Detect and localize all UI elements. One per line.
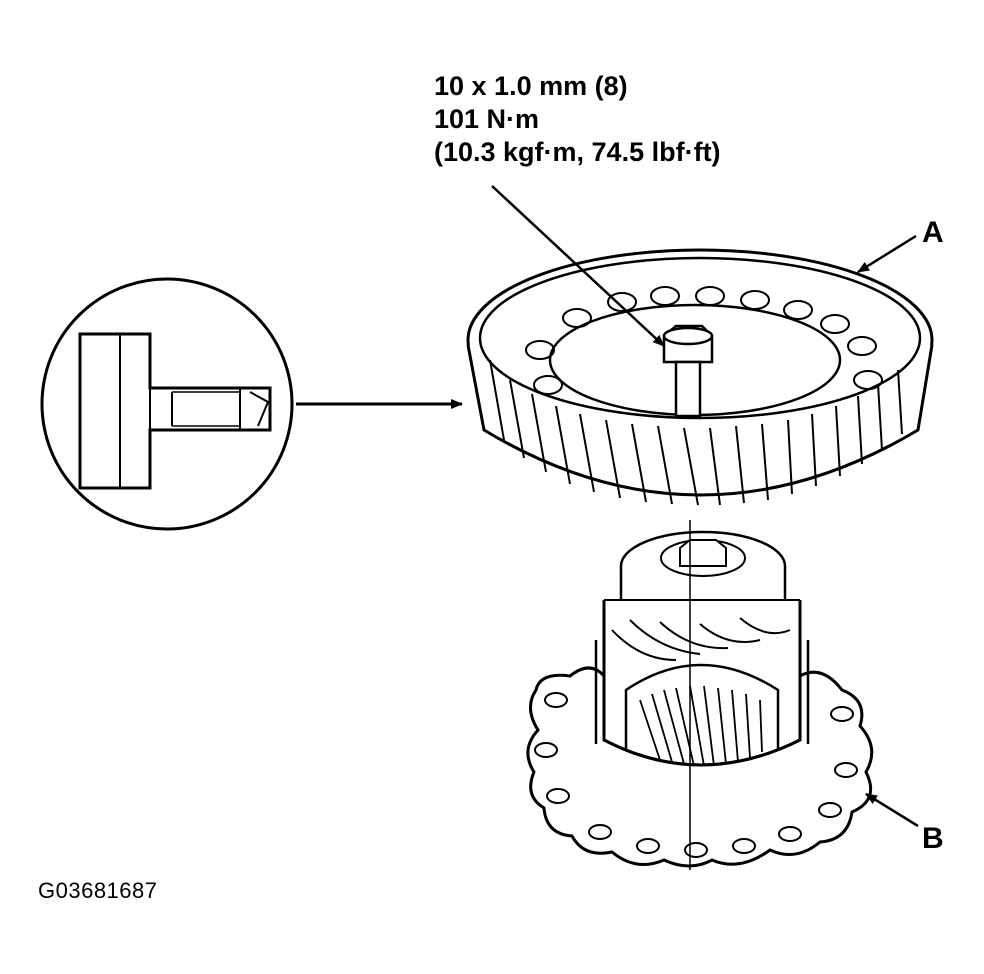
callout-a-arrow bbox=[857, 234, 917, 274]
spec-leader-line bbox=[491, 185, 665, 347]
callout-label-a: A bbox=[922, 216, 944, 249]
callout-b-arrow bbox=[865, 792, 919, 828]
figure-id: G03681687 bbox=[38, 878, 158, 903]
torque-spec-alt-units: (10.3 kgf·m, 74.5 lbf·ft) bbox=[434, 137, 721, 167]
torque-spec-nm: 101 N·m bbox=[434, 104, 540, 134]
callout-label-b: B bbox=[922, 822, 944, 855]
bolt-detail-view bbox=[40, 277, 294, 531]
torque-spec-bolt-size: 10 x 1.0 mm (8) bbox=[434, 71, 628, 101]
ring-gear-bolt bbox=[662, 324, 714, 418]
torque-spec: 10 x 1.0 mm (8) 101 N·m (10.3 kgf·m, 74.… bbox=[434, 70, 721, 169]
differential-carrier bbox=[526, 530, 874, 868]
